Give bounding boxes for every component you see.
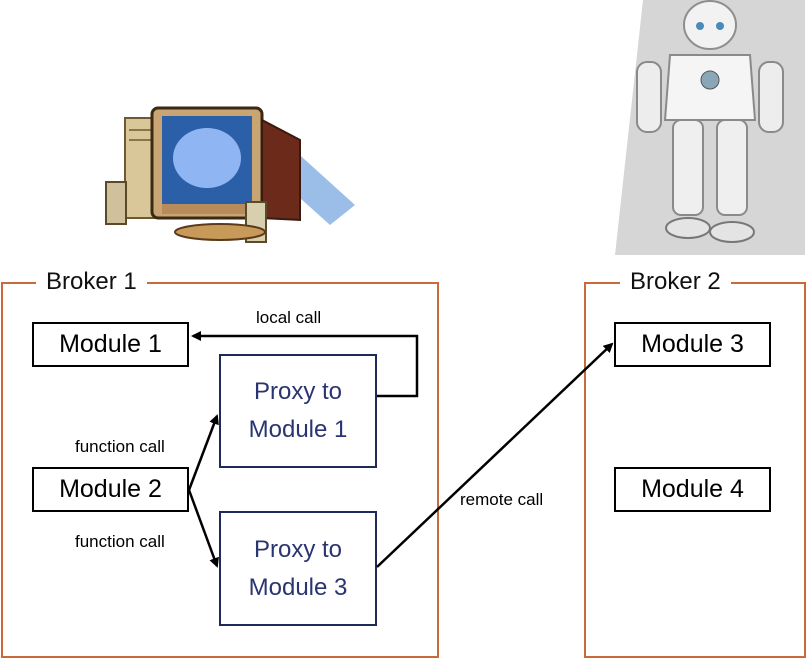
robot-icon xyxy=(615,0,805,255)
proxy-1-line-1: Proxy to xyxy=(253,378,343,405)
function-call-arrow-lower xyxy=(187,489,219,568)
proxy-1-line-2: Module 1 xyxy=(248,416,348,443)
proxy-to-module-3-box: Proxy to Module 3 xyxy=(219,511,377,626)
function-call-label-lower: function call xyxy=(75,532,165,551)
module-1-box: Module 1 xyxy=(32,322,189,367)
broker-1-frame xyxy=(1,282,439,658)
remote-call-arrow xyxy=(376,342,614,568)
function-call-label-upper: function call xyxy=(75,437,165,456)
local-call-arrow xyxy=(191,331,419,398)
remote-call-label: remote call xyxy=(460,490,544,509)
proxy-3-line-1: Proxy to xyxy=(253,535,343,563)
proxy-to-module-1-box: Proxy to Module 1 xyxy=(219,354,377,468)
module-3-box: Module 3 xyxy=(614,322,771,367)
function-call-arrow-upper xyxy=(187,414,219,491)
proxy-3-line-2: Module 3 xyxy=(248,573,348,601)
computer-icon xyxy=(105,106,355,243)
broker-2-label: Broker 2 xyxy=(620,268,731,296)
local-call-label: local call xyxy=(256,308,322,327)
module-4-box: Module 4 xyxy=(614,467,771,512)
broker-1-label: Broker 1 xyxy=(36,268,147,296)
